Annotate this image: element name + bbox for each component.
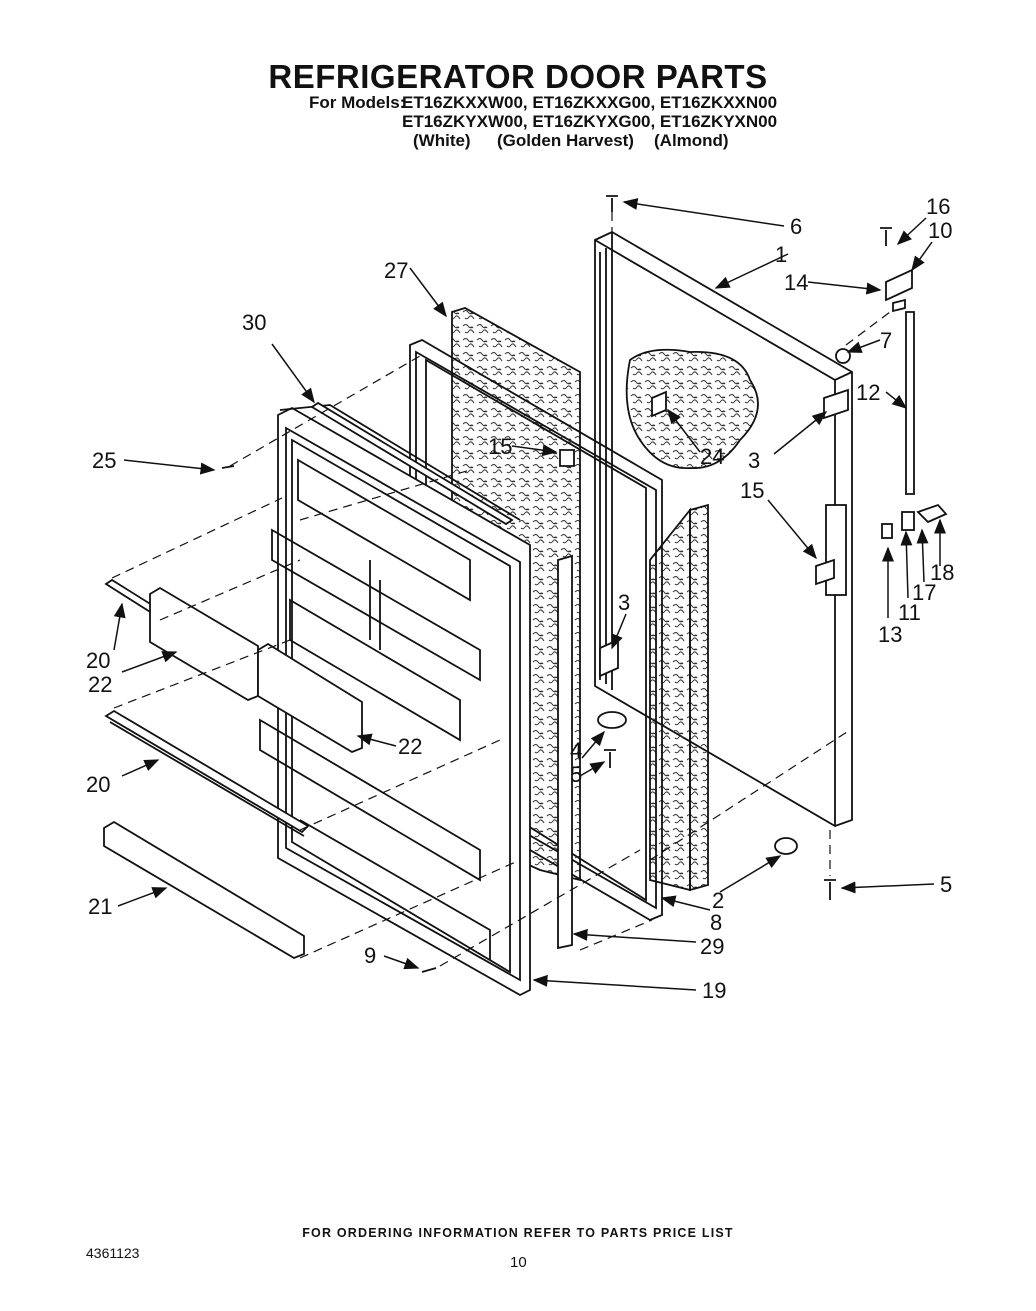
color-golden-harvest: (Golden Harvest) (497, 131, 634, 150)
callout-2: 2 (712, 888, 724, 913)
callout-labels: 1 2 3 3 4 5 5 6 7 8 9 10 11 12 13 14 15 … (86, 194, 954, 1003)
callout-10: 10 (928, 218, 952, 243)
page-title: REFRIGERATOR DOOR PARTS (268, 58, 768, 95)
callout-9: 9 (364, 943, 376, 968)
callout-8: 8 (710, 910, 722, 935)
bottom-shelf-bar (103, 820, 305, 959)
callout-3-center: 3 (618, 590, 630, 615)
callout-27: 27 (384, 258, 408, 283)
callout-17: 17 (912, 580, 936, 605)
hinge-pin (815, 348, 851, 586)
callout-5-bottom: 5 (940, 872, 952, 897)
callout-15-center: 15 (488, 434, 512, 459)
callout-1: 1 (775, 242, 787, 267)
callout-22-left: 22 (88, 672, 112, 697)
models-line-1: ET16ZKXXW00, ET16ZKXXG00, ET16ZKXXN00 (402, 93, 778, 112)
callout-5-center: 5 (570, 762, 582, 787)
callout-11: 11 (898, 600, 921, 625)
alignment-lines (111, 212, 891, 967)
top-hinge (885, 268, 915, 495)
shelf-front-middle (257, 642, 363, 754)
inner-door-liner (259, 404, 531, 997)
callout-7: 7 (880, 328, 892, 353)
breaker-strip (557, 554, 573, 950)
callout-6: 6 (790, 214, 802, 239)
callout-18: 18 (930, 560, 954, 585)
shelf-front-upper (149, 586, 259, 702)
callout-21: 21 (88, 894, 112, 919)
callout-4: 4 (570, 738, 582, 763)
callout-29: 29 (700, 934, 724, 959)
ordering-note: FOR ORDERING INFORMATION REFER TO PARTS … (302, 1226, 734, 1240)
callout-30: 30 (242, 310, 266, 335)
callout-12: 12 (856, 380, 880, 405)
insulation-strip-right (649, 503, 709, 892)
models-prefix: For Models: (309, 93, 406, 112)
door-stop-parts (881, 503, 948, 539)
screws (221, 195, 892, 973)
page-number: 10 (510, 1254, 527, 1271)
callout-3-right: 3 (748, 448, 760, 473)
callout-20-upper: 20 (86, 648, 110, 673)
document-number: 4361123 (86, 1245, 140, 1261)
color-white: (White) (413, 131, 471, 150)
callout-15-right: 15 (740, 478, 764, 503)
outer-door-panel (594, 230, 853, 827)
callout-25: 25 (92, 448, 116, 473)
callout-24: 24 (700, 444, 724, 469)
callout-14: 14 (784, 270, 808, 295)
callout-16: 16 (926, 194, 950, 219)
callout-13: 13 (878, 622, 902, 647)
color-almond: (Almond) (654, 131, 729, 150)
callout-19: 19 (702, 978, 726, 1003)
top-rail (310, 401, 514, 526)
leader-lines (113, 198, 946, 991)
callout-22-center: 22 (398, 734, 422, 759)
models-line-2: ET16ZKYXW00, ET16ZKYXG00, ET16ZKYXN00 (402, 112, 778, 131)
callout-20-lower: 20 (86, 772, 110, 797)
